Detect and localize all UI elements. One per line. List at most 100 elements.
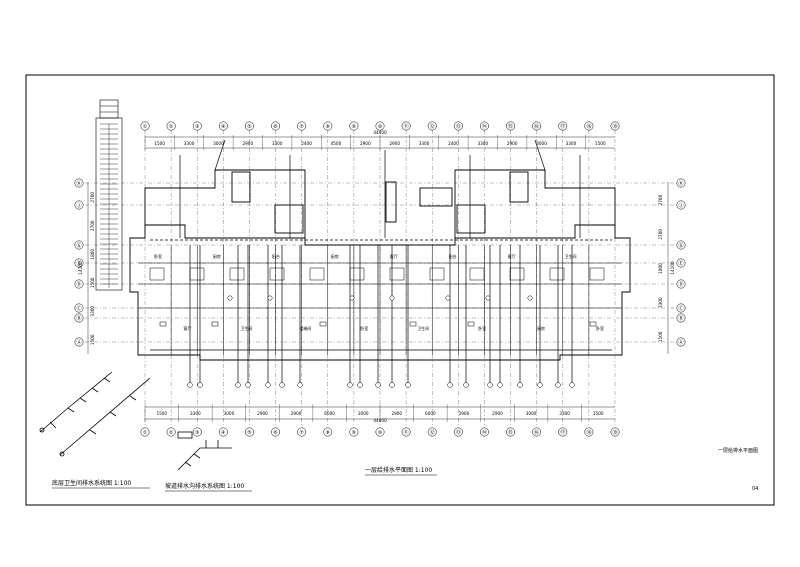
axis-bubble-circle bbox=[140, 121, 150, 131]
room-box bbox=[229, 267, 245, 281]
axis-bubble-circle bbox=[271, 427, 281, 437]
axis-bubble-circle bbox=[676, 178, 686, 188]
room-label: 卧室 bbox=[154, 253, 162, 259]
room-label: 厨房 bbox=[213, 253, 221, 259]
bottom-axis-bubble: ⑧ bbox=[323, 427, 333, 437]
axis-bubble-circle bbox=[74, 240, 84, 250]
room-box bbox=[349, 267, 365, 281]
bottom-dimension-label: 2900 bbox=[257, 411, 268, 416]
row-axis-bubble-left: Ⓑ bbox=[74, 313, 84, 323]
room-box bbox=[269, 267, 285, 281]
top-dimension-label: 2900 bbox=[389, 141, 400, 146]
bottom-axis-bubble: ③ bbox=[192, 427, 202, 437]
top-dimension-label: 4500 bbox=[331, 141, 342, 146]
axis-bubble-circle bbox=[676, 303, 686, 313]
row-axis-bubble-left: Ⓔ bbox=[74, 258, 84, 268]
room-box bbox=[389, 267, 405, 281]
fixture-toilet bbox=[349, 295, 355, 301]
axis-bubble-label: ⑮ bbox=[508, 429, 513, 436]
room-label: 卧室 bbox=[596, 325, 604, 331]
room-label: 卫生间 bbox=[565, 253, 577, 259]
axis-bubble-label: Ⓙ bbox=[678, 202, 683, 209]
stair-steps bbox=[100, 123, 118, 288]
axis-bubble-circle bbox=[427, 121, 437, 131]
axis-bubble-circle bbox=[140, 427, 150, 437]
floor-drain bbox=[197, 382, 203, 388]
room-label: 厨房 bbox=[331, 253, 339, 259]
top-axis-bubble: ④ bbox=[218, 121, 228, 131]
bottom-dimension-label: 2900 bbox=[492, 411, 503, 416]
right-dimension-label: 1500 bbox=[658, 331, 663, 342]
top-dimension-label: 1500 bbox=[595, 141, 606, 146]
row-axis-bubble-right: Ⓒ bbox=[676, 303, 686, 313]
bottom-dimension-label: 2900 bbox=[459, 411, 470, 416]
floor-drain bbox=[555, 382, 561, 388]
axis-bubble-circle bbox=[74, 303, 84, 313]
axis-bubble-label: ① bbox=[143, 124, 148, 130]
axis-bubble-circle bbox=[74, 178, 84, 188]
room-label: 客厅 bbox=[390, 253, 398, 259]
top-dimension-label: 3300 bbox=[566, 141, 577, 146]
fixture-toilet bbox=[389, 295, 395, 301]
axis-bubble-circle bbox=[349, 121, 359, 131]
bottom-axis-bubble: ⑮ bbox=[506, 427, 516, 437]
stair-tower bbox=[95, 99, 123, 291]
axis-bubble-label: Ⓔ bbox=[76, 260, 81, 267]
axis-bubble-circle bbox=[506, 427, 516, 437]
left-dimension-label: 1500 bbox=[90, 334, 95, 345]
axis-bubble-circle bbox=[676, 258, 686, 268]
floor-drain bbox=[569, 382, 575, 388]
axis-bubble-label: Ⓐ bbox=[76, 339, 81, 346]
top-axis-bubble: ⑦ bbox=[297, 121, 307, 131]
row-axis-bubble-left: Ⓒ bbox=[74, 303, 84, 313]
axis-bubble-circle bbox=[584, 427, 594, 437]
interior-partitions bbox=[138, 245, 622, 355]
axis-bubble-circle bbox=[558, 121, 568, 131]
top-dimension-label: 3000 bbox=[536, 141, 547, 146]
bottom-axis-bubble: ⑤ bbox=[244, 427, 254, 437]
axis-bubble-label: Ⓑ bbox=[76, 315, 81, 322]
axis-bubble-label: ⑫ bbox=[430, 123, 435, 130]
row-axis-bubble-right: Ⓙ bbox=[676, 200, 686, 210]
bottom-axis-bubble: ⑨ bbox=[349, 427, 359, 437]
axis-bubble-label: Ⓒ bbox=[678, 305, 683, 312]
bottom-axis-bubble: ⑰ bbox=[558, 427, 568, 437]
bottom-dimension-label: 2900 bbox=[391, 411, 402, 416]
axis-bubble-label: ⑱ bbox=[586, 429, 591, 436]
axis-bubble-circle bbox=[558, 427, 568, 437]
axis-bubble-label: Ⓚ bbox=[76, 180, 81, 187]
total-dimension-left: 14100 bbox=[78, 261, 83, 275]
axis-bubble-label: ⑨ bbox=[352, 430, 356, 436]
room-label: 卧室 bbox=[478, 325, 486, 331]
axis-bubble-label: ① bbox=[143, 430, 148, 436]
axis-bubble-label: ⑧ bbox=[326, 124, 331, 130]
row-axis-bubble-left: Ⓚ bbox=[74, 178, 84, 188]
axis-bubble-label: ⑰ bbox=[560, 429, 565, 436]
axis-bubble-label: ⑧ bbox=[326, 430, 331, 436]
floor-drain bbox=[517, 382, 523, 388]
top-dimension-label: 3300 bbox=[419, 141, 430, 146]
floor-drain bbox=[405, 382, 411, 388]
axis-bubble-circle bbox=[532, 427, 542, 437]
floor-drain bbox=[347, 382, 353, 388]
room-label: 阳台 bbox=[272, 253, 280, 259]
axis-bubble-label: Ⓖ bbox=[678, 242, 683, 249]
sheet-number: 04 bbox=[752, 486, 758, 492]
top-axis-bubble: ⑭ bbox=[479, 121, 489, 131]
top-dimension-label: 3300 bbox=[477, 141, 488, 146]
bottom-dimension-label: 1500 bbox=[156, 411, 167, 416]
axis-bubble-circle bbox=[323, 121, 333, 131]
total-dimension-right: 14100 bbox=[670, 261, 675, 275]
axis-bubble-label: Ⓑ bbox=[678, 315, 683, 322]
fixture-toilet bbox=[227, 295, 233, 301]
fixture-sink bbox=[409, 321, 417, 327]
bottom-dimension-label: 6000 bbox=[425, 411, 436, 416]
fixture-sink bbox=[211, 321, 219, 327]
axis-bubble-circle bbox=[192, 121, 202, 131]
floor-drain bbox=[537, 382, 543, 388]
axis-bubble-label: ⑬ bbox=[456, 429, 461, 436]
axis-bubble-label: ⑦ bbox=[299, 124, 304, 130]
